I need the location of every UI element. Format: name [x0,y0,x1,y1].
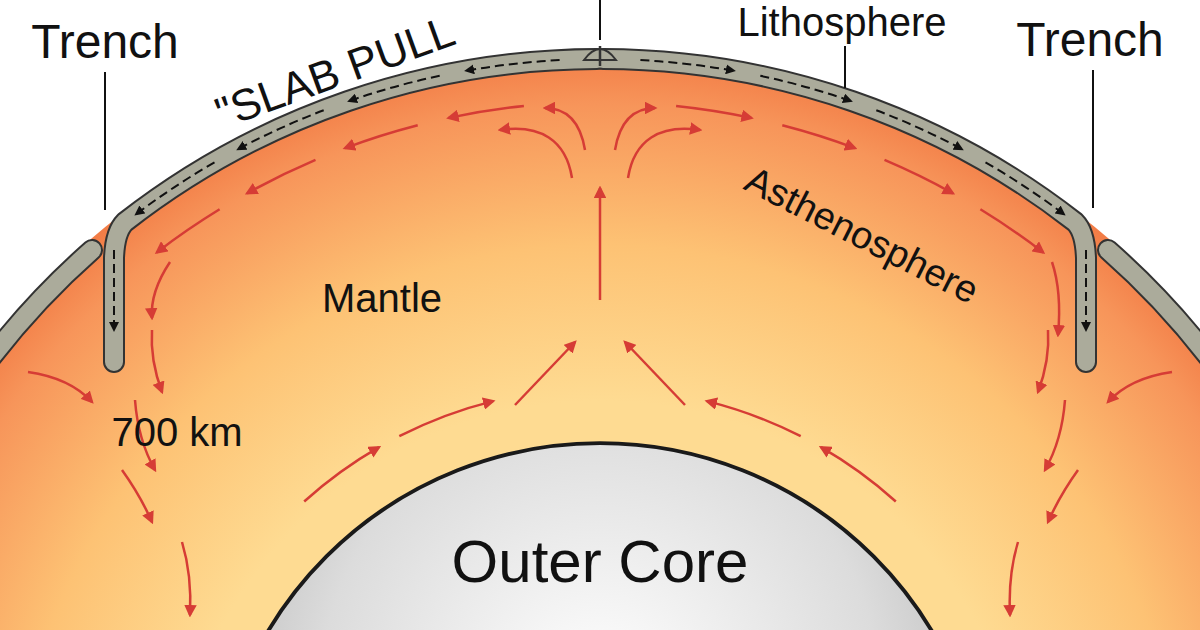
flow-arrow [500,129,572,178]
slab-pull-arrow [136,162,215,214]
leader-line [104,72,106,210]
flow-arrow [885,160,953,193]
flow-arrow [980,209,1043,252]
depth-label: 700 km [111,412,242,452]
convection-arrows [28,108,1172,615]
flow-arrow [615,108,655,150]
flow-arrow [157,209,220,252]
layer-label: Lithosphere [737,2,946,42]
flow-arrow [625,342,685,405]
flow-arrow [676,106,751,118]
slab-pull-arrow [986,162,1065,214]
plate [114,59,597,362]
flow-arrow [28,372,92,402]
flow-arrow [782,125,855,148]
leader-lines [105,0,1093,210]
flow-arrow [628,129,700,178]
ridge-rift [599,46,602,66]
plate [0,250,92,359]
outer-core: Outer Core [210,440,990,630]
flow-arrow [182,542,190,615]
core-label: Outer Core [452,532,749,592]
core-circle [213,443,987,630]
flow-arrow [515,342,575,405]
flow-arrow [1048,470,1078,522]
trench-label: Trench [1016,16,1164,64]
plate-outline [114,59,597,362]
flow-arrow [1045,400,1065,470]
flow-arrow [449,106,524,118]
flow-arrow [152,330,162,392]
flow-arrow [152,262,170,318]
plate-outline [0,250,92,359]
flow-arrow [1052,262,1059,335]
plate [1108,250,1200,359]
layer-label: Mantle [322,278,442,318]
flow-arrow [345,125,418,148]
leader-line [1092,70,1094,208]
flow-arrow [247,160,315,193]
slab-pull-arrow [466,60,559,71]
slab-pull-arrow [760,76,851,101]
flow-arrow [707,401,801,436]
mantle-body [0,50,1200,630]
plate [603,59,1086,362]
slab-pull-arrow [640,60,734,71]
flow-arrow [1108,372,1172,402]
flow-arrow [545,108,585,150]
flow-arrow [399,401,493,436]
flow-arrow [599,188,602,300]
flow-arrow [304,447,379,501]
flow-arrow [821,447,896,501]
slab-pull-arrow [113,250,115,330]
slab-pull-arrow [876,110,962,149]
plate-outline [603,59,1086,362]
flow-arrow [122,470,152,522]
leader-line [844,46,846,88]
flow-arrow [1010,542,1018,615]
plate-outline [1108,250,1200,359]
trench-label: Trench [31,18,179,66]
leader-line [599,0,601,40]
generated-arrows [114,60,1086,501]
slab-pull-arrow [1085,250,1087,330]
flow-arrow [1038,330,1048,392]
